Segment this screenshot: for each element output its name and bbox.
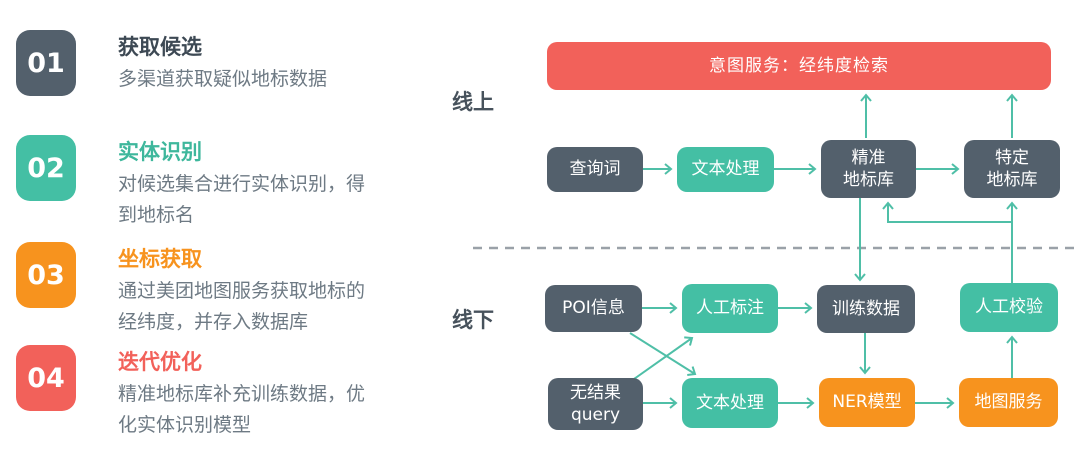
node-query: 查询词	[547, 147, 643, 192]
step-description: 通过美团地图服务获取地标的 经纬度，并存入数据库	[118, 280, 366, 333]
step-number-badge: 01	[16, 30, 76, 96]
node-manual-check: 人工校验	[960, 283, 1058, 332]
intent-service-banner: 意图服务：经纬度检索	[547, 42, 1051, 90]
step-title: 迭代优化	[118, 350, 202, 374]
node-no-result-query: 无结果 query	[548, 378, 643, 430]
step-description: 多渠道获取疑似地标数据	[118, 68, 328, 90]
step-item-1: 01 获取候选 多渠道获取疑似地标数据	[16, 30, 418, 96]
step-item-2: 02 实体识别 对候选集合进行实体识别，得 到地标名	[16, 135, 418, 231]
step-title: 实体识别	[118, 140, 202, 164]
node-poi-info: POI信息	[545, 285, 642, 332]
step-number-badge: 04	[16, 345, 76, 411]
node-ner-model: NER模型	[819, 378, 915, 427]
offline-section-label: 线下	[452, 308, 494, 332]
node-precise-landmark-db: 精准 地标库	[821, 140, 916, 198]
online-section-label: 线上	[452, 90, 494, 114]
step-title: 获取候选	[118, 35, 202, 59]
arrow-manual-check-to-precise-db	[882, 201, 1012, 223]
node-map-service: 地图服务	[959, 378, 1058, 427]
node-manual-labeling: 人工标注	[682, 284, 778, 333]
arrow-poi-to-textproc-offline	[629, 332, 697, 377]
node-text-processing-online: 文本处理	[677, 147, 774, 192]
node-training-data: 训练数据	[817, 285, 915, 333]
arrow-noresult-to-manual-label	[633, 336, 694, 380]
step-description: 精准地标库补充训练数据，优 化实体识别模型	[118, 383, 366, 436]
node-text-processing-offline: 文本处理	[682, 378, 778, 428]
step-number-badge: 02	[16, 135, 76, 201]
step-item-3: 03 坐标获取 通过美团地图服务获取地标的 经纬度，并存入数据库	[16, 242, 418, 338]
step-number-badge: 03	[16, 242, 76, 308]
step-item-4: 04 迭代优化 精准地标库补充训练数据，优 化实体识别模型	[16, 345, 418, 441]
node-specific-landmark-db: 特定 地标库	[964, 140, 1060, 198]
step-description: 对候选集合进行实体识别，得 到地标名	[118, 173, 366, 226]
step-title: 坐标获取	[118, 247, 202, 271]
